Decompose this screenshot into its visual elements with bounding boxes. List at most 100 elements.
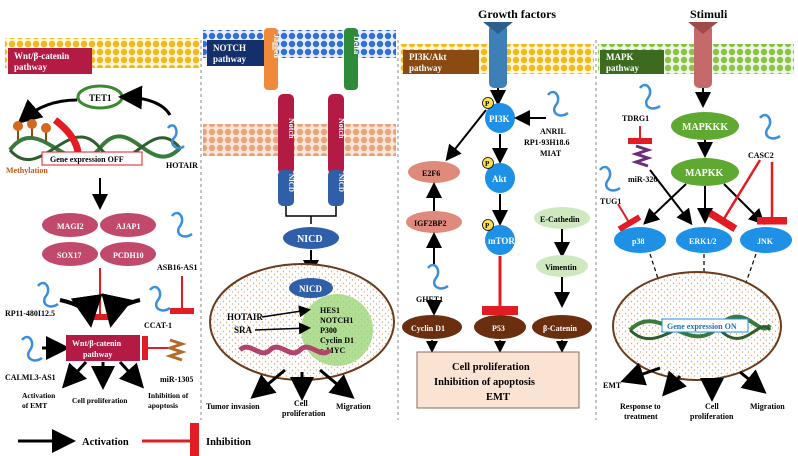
mapk-outcome-response-2: treatment — [624, 412, 658, 421]
anril-rna-icon — [547, 90, 569, 117]
notch-cell-membrane — [203, 124, 396, 156]
calml3-label: CALML3-AS1 — [5, 373, 56, 382]
notch-dna — [238, 344, 332, 356]
pcdh10-node — [100, 242, 156, 266]
delta-label: Delta — [352, 36, 361, 54]
notch-receptor-left — [278, 94, 294, 174]
notch-outcome-2b: proliferation — [282, 409, 326, 418]
casc2-inhibit-erk — [707, 159, 762, 232]
notch-out-arrow-1 — [250, 368, 286, 399]
igf2bp2-node — [406, 211, 462, 233]
vimentin-label: Vimentin — [545, 263, 577, 272]
sox17-label: SOX17 — [57, 251, 81, 260]
nicd-cleavage-bracket — [285, 206, 337, 224]
pi3k-p-label: P — [485, 100, 490, 108]
wnt-column: Wnt/β-catenin pathway TET1 Gene expressi… — [5, 38, 200, 410]
miat-label: MIAT — [540, 149, 562, 158]
tet1-to-methylation-arrow — [17, 98, 78, 124]
jnk-label: JNK — [757, 237, 774, 246]
notch-receptor-right — [328, 94, 344, 174]
wnt-dna-strand-2 — [8, 135, 182, 162]
pi3k-pathway-label-box — [403, 50, 479, 74]
akt-phospho — [482, 157, 494, 169]
pi3k-receptor-head — [483, 22, 513, 34]
tug1-inhibit-p38 — [617, 203, 642, 232]
gene-expression-off-box — [41, 151, 143, 166]
mir326-to-erk-arrow — [649, 169, 693, 226]
wnt-out-arrow-1 — [61, 360, 88, 389]
pi3k-result-2: Inhibition of apoptosis — [434, 377, 535, 388]
akt-node — [485, 163, 515, 193]
mtor-phospho — [482, 219, 494, 231]
wnt-outcome-1: Activation — [22, 391, 56, 400]
notch-pathway-label: NOTCH — [213, 43, 246, 53]
hotair-arrow — [261, 305, 311, 318]
notch-hotair-label: HOTAIR — [227, 312, 263, 322]
tdrg1-rna-icon — [639, 83, 661, 110]
hotair-rna-icon — [167, 124, 185, 150]
p53-label: P53 — [492, 324, 505, 333]
stimuli-title: Stimuli — [690, 7, 728, 21]
notch-targets-blob — [301, 294, 373, 366]
delta-ligand — [344, 28, 358, 90]
wnt-center-label-2: pathway — [83, 350, 112, 359]
akt-label: Akt — [492, 174, 507, 184]
ccat1-rna-icon — [149, 285, 171, 312]
jnk-to-nucleus — [737, 253, 757, 303]
rp1-label: RP1-93H18.6 — [524, 138, 570, 147]
mapk-outcome-proliferation: proliferation — [690, 412, 734, 421]
wnt-center-box — [66, 335, 140, 361]
jagged-label: Jagged — [272, 34, 281, 59]
ecadherin-node — [534, 207, 590, 229]
e2f6-node — [408, 161, 460, 183]
e2f6-label: E2F6 — [422, 169, 440, 178]
mapk-pathway-label-2: pathway — [606, 63, 640, 73]
gene-expression-on-label: Gene expression ON — [667, 322, 737, 331]
p53-node — [474, 315, 526, 339]
hotair-to-tet1-arrow — [118, 85, 172, 116]
mapk-out-arrow-2 — [662, 370, 687, 397]
pi3k-label: PI3K — [489, 114, 510, 124]
pi3k-pathway-label: PI3K/Akt — [409, 52, 447, 62]
mapkk-to-jnk-arrow — [723, 183, 765, 225]
methylation-marks — [13, 119, 51, 142]
cyclin-d1-node — [402, 315, 462, 339]
ccat1-arrow — [101, 293, 141, 328]
gene-expression-off-label: Gene expression OFF — [50, 155, 124, 164]
p38-label: p38 — [632, 237, 644, 246]
growth-factors-title: Growth factors — [478, 7, 556, 21]
pi3k-result-3: EMT — [486, 392, 510, 403]
pi3k-result-box — [416, 351, 580, 409]
mir326-label: miR-326 — [628, 175, 657, 184]
mapkkk-label: MAPKKK — [682, 122, 728, 133]
legend-inhibition-label: Inhibition — [206, 437, 251, 448]
notch-pathway-label-2: pathway — [213, 54, 247, 64]
mapkkk-node — [671, 112, 739, 140]
bcatenin-label: β-Catenin — [543, 324, 578, 333]
asb16-label: ASB16-AS1 — [157, 263, 197, 272]
tdrg1-label: TDRG1 — [622, 114, 649, 123]
pi3k-pathway-label-2: pathway — [409, 63, 443, 73]
nicd-main — [283, 227, 339, 249]
tug1-rna-icon — [599, 165, 621, 192]
nicd-left — [278, 170, 294, 206]
nicd-nucleus-label: NICD — [299, 284, 323, 294]
pi3k-phospho — [482, 97, 494, 109]
asb16-rna-icon — [171, 211, 193, 238]
wnt-outcome-1b: of EMT — [22, 401, 47, 410]
wnt-out-arrow-3 — [118, 360, 145, 389]
wnt-outcome-3b: apoptosis — [148, 401, 178, 410]
pcdh10-label: PCDH10 — [113, 251, 144, 260]
mapk-outcome-response: Response to — [620, 402, 661, 411]
tug1-label: TUG1 — [600, 197, 621, 206]
pi3k-receptor — [489, 24, 507, 88]
notch-out-arrow-3 — [319, 368, 355, 399]
mir326-icon — [631, 144, 653, 168]
erk-label: ERK1/2 — [689, 237, 717, 246]
mapk-outcome-cell: Cell — [705, 402, 720, 411]
inhibition-curve — [52, 117, 82, 153]
notch-target-5: c-MYC — [320, 346, 346, 355]
wnt-pathway-label-2: pathway — [14, 62, 48, 72]
tet1-label: TET1 — [89, 93, 112, 103]
notch-outcome-1: Tumor invasion — [206, 402, 260, 411]
